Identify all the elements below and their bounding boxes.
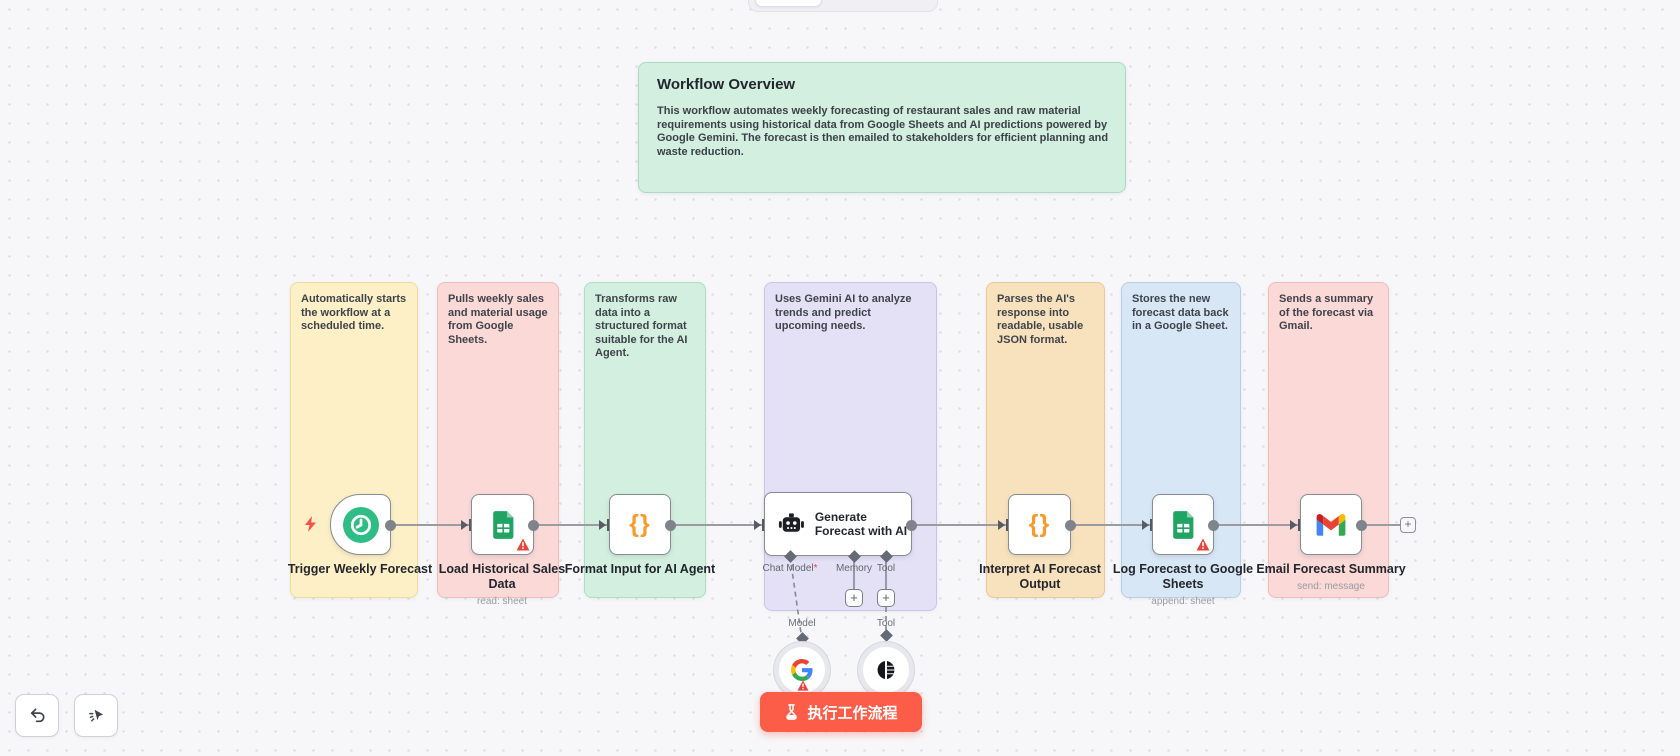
subnode-gemini-model[interactable] [774,642,830,698]
connection-format-agent [671,519,764,531]
subnode-label-model: Model [788,618,816,629]
sticky-note-log[interactable]: Stores the new forecast data back in a G… [1121,282,1241,598]
port-label-tool: Tool [876,563,896,574]
node-operation: read: sheet [476,596,528,607]
warning-icon [1196,538,1210,551]
sticky-text: Stores the new forecast data back in a G… [1132,293,1229,332]
node-operation: send: message [1297,581,1365,592]
overview-title: Workflow Overview [657,76,796,93]
connection-interpret-log [1071,519,1152,531]
sticky-text: Automatically starts the workflow at a s… [301,293,407,332]
connection-agent-interpret [912,519,1008,531]
warning-icon [516,538,530,551]
node-operation: append: sheet [1151,596,1215,607]
add-tool-button[interactable]: + [877,589,895,607]
connection-load-format [534,519,609,531]
add-memory-button[interactable]: + [845,589,863,607]
connection-email-endpoint [1363,524,1400,526]
clock-icon [342,506,379,543]
tab-editor[interactable]: 编辑器 [755,0,823,7]
connection-log-email [1214,519,1300,531]
gmail-icon [1316,513,1346,536]
agent-node-title: Generate Forecast with AI [814,509,908,539]
undo-button[interactable] [15,694,59,737]
undo-icon [30,708,45,723]
node-label: Format Input for AI Agent [564,562,716,576]
sticky-text: Sends a summary of the forecast via Gmai… [1279,293,1374,332]
execute-workflow-label: 执行工作流程 [807,704,898,722]
trigger-bolt-icon [303,515,318,533]
node-label: Load Historical Sales Data read: sheet [427,562,577,609]
required-marker: * [813,563,818,574]
sticky-note-format[interactable]: Transforms raw data into a structured fo… [584,282,706,598]
output-handle[interactable] [528,519,539,531]
output-handle[interactable] [906,519,917,531]
node-label: Trigger Weekly Forecast [287,562,433,576]
view-tabbar: 编辑器 执行 评估 [748,0,938,12]
sticky-note-overview[interactable]: Workflow Overview This workflow automate… [638,62,1126,193]
google-sheets-icon [1173,510,1194,539]
tab-evaluations[interactable]: 评估 [884,0,910,1]
code-braces-icon: {} [1028,510,1051,538]
node-interpret-ai-forecast-output[interactable]: {} [1008,494,1071,555]
sticky-text: Pulls weekly sales and material usage fr… [448,293,548,346]
output-handle[interactable] [385,519,396,531]
overview-body: This workflow automates weekly forecasti… [657,105,1109,158]
node-label: Email Forecast Summary send: message [1246,562,1416,594]
sticky-text: Uses Gemini AI to analyze trends and pre… [775,293,912,332]
node-label: Log Forecast to Google Sheets append: sh… [1108,562,1258,609]
node-label: Interpret AI Forecast Output [979,562,1101,591]
node-load-historical-sales-data[interactable] [471,494,534,555]
execute-workflow-button[interactable]: 执行工作流程 [760,692,922,732]
output-handle[interactable] [1356,519,1367,531]
serp-tool-icon [877,661,895,679]
google-sheets-icon [492,510,513,539]
node-email-forecast-summary[interactable] [1300,494,1362,555]
tab-executions[interactable]: 执行 [840,0,866,1]
node-format-input-for-ai-agent[interactable]: {} [609,494,671,555]
port-label-memory: Memory [835,563,873,574]
sticky-text: Transforms raw data into a structured fo… [595,293,688,359]
output-handle[interactable] [1065,519,1076,531]
subnode-label-tool: Tool [876,618,896,629]
node-generate-forecast-with-ai[interactable]: Generate Forecast with AI [764,492,912,556]
add-node-endpoint[interactable]: + [1400,517,1416,533]
connection-trigger-load [391,519,471,531]
output-handle[interactable] [1208,519,1219,531]
warning-icon [797,680,809,691]
node-log-forecast-to-google-sheets[interactable] [1152,494,1214,555]
pointer-icon [88,709,103,722]
output-handle[interactable] [665,519,676,531]
sticky-note-interpret[interactable]: Parses the AI's response into readable, … [986,282,1105,598]
sticky-text: Parses the AI's response into readable, … [997,293,1084,346]
subnode-search-tool[interactable] [858,642,914,698]
google-g-icon [791,659,813,681]
code-braces-icon: {} [629,510,651,538]
tidy-up-button[interactable] [74,694,118,737]
node-trigger-weekly-forecast[interactable] [330,494,391,555]
port-label-chat-model: Chat Model* [762,563,818,574]
flask-icon [786,704,798,720]
robot-icon [778,513,804,532]
